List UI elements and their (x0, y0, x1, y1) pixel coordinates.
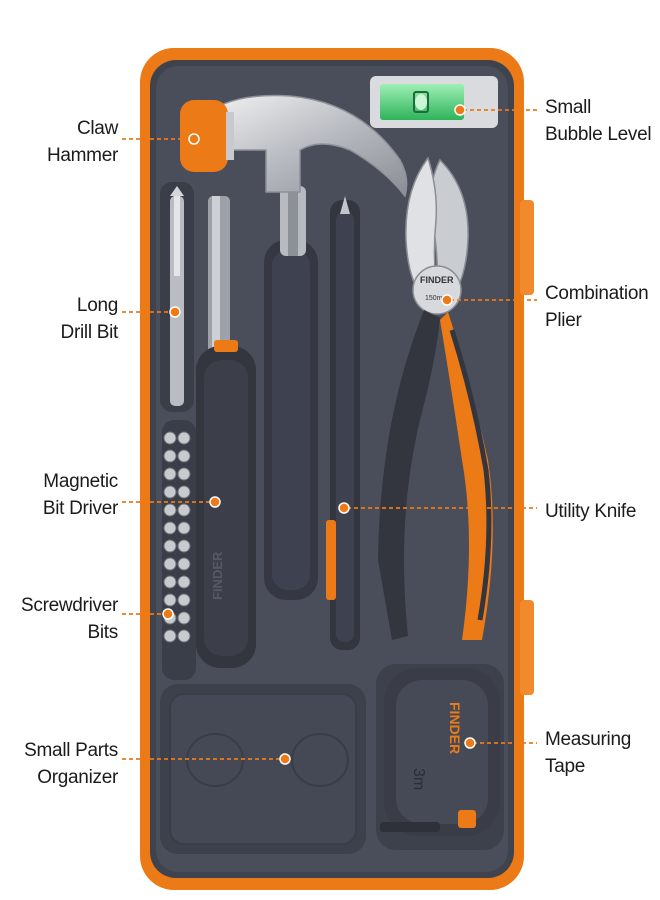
callout-line: Combination (545, 283, 649, 304)
callout-line: Bit Driver (42, 498, 118, 519)
callout-line: Utility Knife (545, 501, 637, 522)
callout-line: Claw (76, 118, 118, 139)
callout-combination-plier: Combination Plier (545, 280, 660, 334)
measuring-tape (380, 668, 500, 836)
leader-small-bubble-level (454, 104, 537, 116)
callout-measuring-tape: Measuring Tape (545, 726, 660, 780)
bubble-level (370, 76, 498, 128)
tape-size-print: 3m (410, 768, 427, 790)
screwdriver-bits (163, 431, 191, 643)
callout-magnetic-bit-driver: Magnetic Bit Driver (0, 468, 118, 522)
callout-line: Bubble Level (545, 124, 652, 145)
callout-line: Small Parts (24, 740, 118, 761)
leader-long-drill-bit (122, 306, 181, 318)
callout-long-drill-bit: Long Drill Bit (0, 292, 119, 346)
combination-plier (378, 156, 493, 640)
leader-small-parts-organizer (122, 753, 291, 765)
brand-print-plier: FINDER (420, 275, 454, 285)
leader-utility-knife (338, 502, 537, 514)
leader-combination-plier (441, 294, 537, 306)
leader-measuring-tape (464, 737, 537, 749)
callout-line: Plier (545, 310, 582, 331)
callout-line: Long (76, 295, 118, 316)
callout-line: Small (545, 97, 592, 118)
brand-print-tape: FINDER (447, 702, 463, 754)
magnetic-bit-driver (196, 196, 256, 668)
callout-line: Organizer (37, 767, 118, 788)
callout-line: Bits (87, 622, 119, 643)
callout-claw-hammer: Claw Hammer (0, 115, 118, 169)
utility-knife (326, 196, 360, 650)
long-drill-bit (170, 186, 184, 406)
brand-print-driver: FINDER (210, 551, 225, 600)
callout-utility-knife: Utility Knife (545, 498, 660, 525)
callout-line: Tape (545, 756, 586, 777)
callout-screwdriver-bits: Screwdriver Bits (0, 592, 118, 646)
callout-line: Screwdriver (21, 595, 118, 616)
plier-size-print: 150mm (425, 295, 449, 302)
leader-screwdriver-bits (122, 608, 174, 620)
callout-line: Drill Bit (60, 322, 119, 343)
callout-line: Measuring (545, 729, 632, 750)
callout-small-bubble-level: Small Bubble Level (545, 94, 660, 148)
small-parts-organizer (169, 693, 357, 845)
leader-claw-hammer (122, 133, 200, 145)
callout-line: Magnetic (43, 471, 118, 492)
leader-magnetic-bit-driver (122, 496, 221, 508)
callout-small-parts-organizer: Small Parts Organizer (0, 737, 118, 791)
callout-line: Hammer (46, 145, 118, 166)
claw-hammer (180, 94, 408, 600)
